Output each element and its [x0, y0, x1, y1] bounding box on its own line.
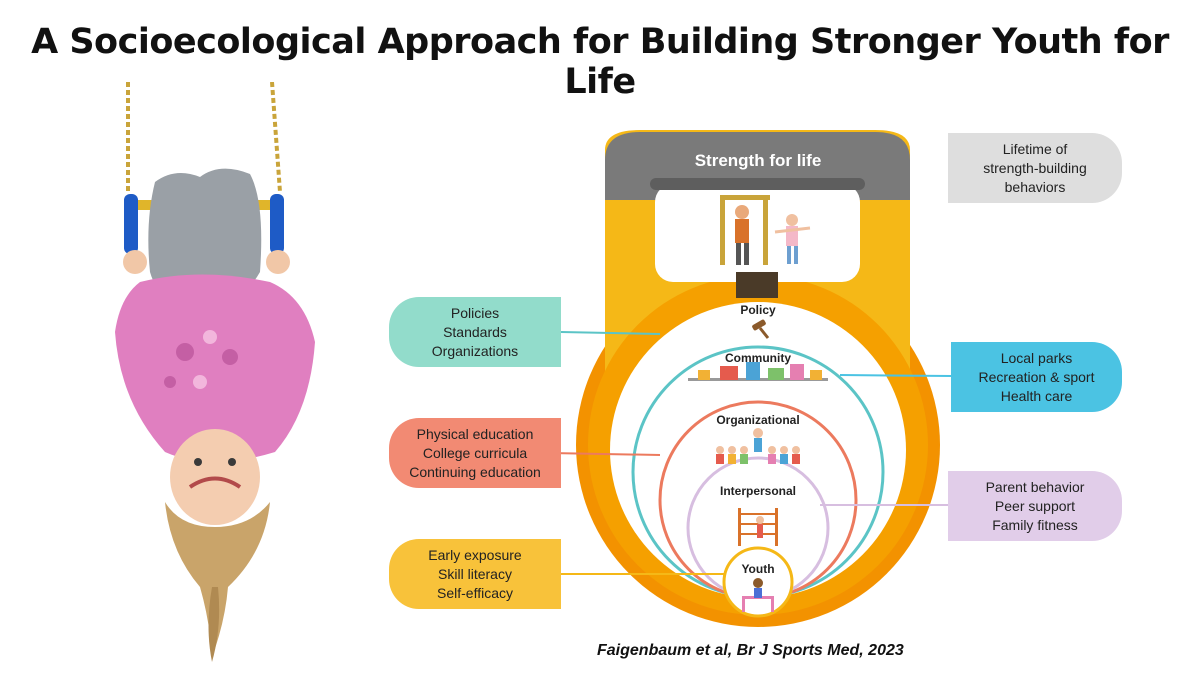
ring-label-youth: Youth	[741, 562, 774, 576]
handle-label: Strength for life	[695, 151, 822, 170]
child-on-bar-icon	[742, 578, 774, 612]
climbing-frame-icon	[738, 508, 778, 546]
page-title: A Socioecological Approach for Building …	[31, 22, 1169, 102]
citation: Faigenbaum et al, Br J Sports Med, 2023	[597, 642, 904, 659]
box-policy: Policies Standards Organizations	[389, 297, 561, 367]
ring-label-policy: Policy	[740, 303, 776, 317]
girl-on-swing-photo	[115, 82, 315, 662]
box-lifetime: Lifetime of strength-building behaviors	[948, 133, 1122, 203]
box-interpersonal: Parent behavior Peer support Family fitn…	[948, 471, 1122, 541]
gavel-icon	[752, 319, 770, 339]
box-organizational: Physical education College curricula Con…	[389, 418, 561, 488]
playground-icon	[688, 362, 828, 381]
playground-figures-icon	[720, 195, 811, 265]
box-community: Local parks Recreation & sport Health ca…	[951, 342, 1122, 412]
kettlebell-diagram: Strength for life Policy Community Organ…	[549, 130, 952, 627]
ring-label-community: Community	[725, 351, 791, 365]
handle-window	[655, 184, 860, 282]
ring-label-interpersonal: Interpersonal	[720, 484, 796, 498]
ring-label-organizational: Organizational	[716, 413, 799, 427]
box-youth: Early exposure Skill literacy Self-effic…	[389, 539, 561, 609]
group-of-children-icon	[716, 428, 800, 464]
